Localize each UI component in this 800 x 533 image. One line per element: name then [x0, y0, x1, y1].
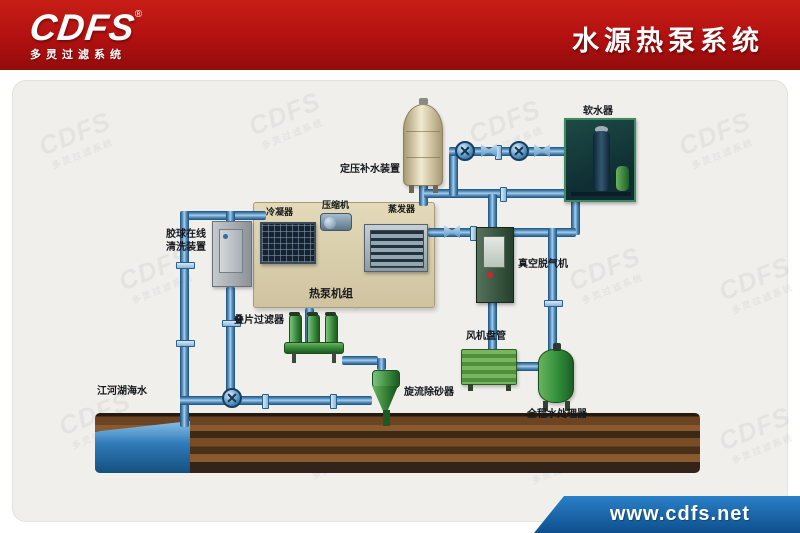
pipe-segment [226, 287, 235, 402]
pump-icon [455, 141, 475, 161]
label-compressor: 压缩机 [322, 200, 350, 210]
label-vacuum-degasser: 真空脱气机 [518, 259, 568, 270]
label-water-processor: 全程水处理器 [527, 409, 587, 420]
flange-joint [330, 394, 337, 409]
control-panel [483, 236, 505, 268]
label-disc-filter: 叠片过滤器 [234, 315, 284, 326]
pipe-segment [226, 211, 235, 225]
filter-leg [332, 352, 336, 363]
cdfs-logo: CDFS® 多灵过滤系统 [27, 7, 143, 62]
evaporator [364, 224, 428, 272]
filter-cartridge [289, 312, 302, 344]
tank-nozzle [419, 98, 428, 105]
earth-strata [95, 413, 700, 473]
water-processor [538, 343, 574, 411]
flange-joint [176, 340, 195, 347]
filter-leg [292, 352, 296, 363]
indicator-icon [487, 272, 493, 278]
tank-leg [543, 401, 548, 411]
footer-ribbon: www.cdfs.net [534, 496, 800, 533]
pipe-segment [419, 184, 428, 206]
tank-leg [433, 185, 438, 193]
label-fan-coil: 风机盘管 [466, 331, 506, 342]
tank-leg [409, 185, 414, 193]
indicator-icon [223, 234, 228, 239]
header-bar: CDFS® 多灵过滤系统 水源热泵系统 [0, 0, 800, 70]
water-softener [564, 118, 636, 202]
flange-joint [262, 394, 269, 409]
filter-cap [325, 312, 336, 316]
logo-subtitle: 多灵过滤系统 [30, 49, 126, 61]
label-condenser: 冷凝器 [266, 207, 294, 217]
unit-foot [506, 384, 511, 391]
softener-base [571, 192, 631, 196]
evaporator-coil-icon [370, 230, 424, 268]
label-heat-pump-unit: 热泵机组 [309, 288, 353, 300]
label-evaporator: 蒸发器 [388, 204, 416, 214]
tank-nozzle [553, 343, 561, 351]
cyclone-cone [372, 386, 398, 412]
unit-foot [468, 384, 473, 391]
softener-cylinder [593, 131, 610, 191]
valve-icon [534, 144, 550, 157]
disc-filter [284, 312, 346, 364]
pipe-segment [182, 211, 266, 220]
valve-icon [444, 225, 460, 238]
fan-coil-unit [461, 349, 517, 391]
condenser [260, 222, 316, 264]
label-cyclone: 旋流除砂器 [404, 387, 454, 398]
vacuum-degasser [476, 227, 514, 303]
pipe-segment [377, 358, 386, 370]
cyclone-outlet [383, 410, 390, 426]
cyclone-sand-remover [368, 366, 402, 428]
pipe-segment [514, 362, 550, 371]
pump-icon [509, 141, 529, 161]
filter-manifold [284, 342, 344, 354]
ball-cleaning-device [212, 221, 252, 287]
label-pressure-tank: 定压补水装置 [340, 164, 400, 175]
tank-leg [565, 401, 570, 411]
pipe-segment [488, 194, 497, 230]
flange-joint [500, 187, 507, 202]
flange-joint [222, 320, 241, 327]
compressor [320, 213, 352, 231]
filter-cap [289, 312, 300, 316]
logo-row: CDFS® [27, 7, 143, 49]
tank-seam [406, 131, 440, 132]
website-url: www.cdfs.net [609, 503, 751, 525]
logo-text: CDFS [27, 7, 138, 48]
softener-cap [595, 126, 608, 133]
flange-joint [544, 300, 563, 307]
valve-icon [481, 144, 497, 157]
pipe-segment [180, 211, 189, 427]
label-softener: 软水器 [583, 106, 613, 117]
label-raw-water: 江河湖海水 [97, 386, 147, 397]
cyclone-body [372, 370, 400, 388]
pipe-segment [449, 147, 458, 196]
filter-cap [307, 312, 318, 316]
pipe-segment [571, 189, 580, 235]
pipe-segment [180, 396, 372, 405]
label-ball-cleaning: 胶球在线 清洗装置 [166, 229, 206, 253]
registered-mark-icon: ® [134, 9, 143, 20]
softener-brine-tank [616, 166, 629, 191]
tank-seam [406, 157, 440, 158]
pipe-segment [488, 301, 497, 351]
flange-joint [176, 262, 195, 269]
pipe-segment [548, 228, 557, 370]
pipe-segment [342, 356, 378, 365]
pressure-makeup-tank [403, 98, 443, 193]
filter-cartridge [325, 312, 338, 344]
filter-cartridge [307, 312, 320, 344]
pump-icon [222, 388, 242, 408]
page-title: 水源热泵系统 [572, 26, 764, 56]
